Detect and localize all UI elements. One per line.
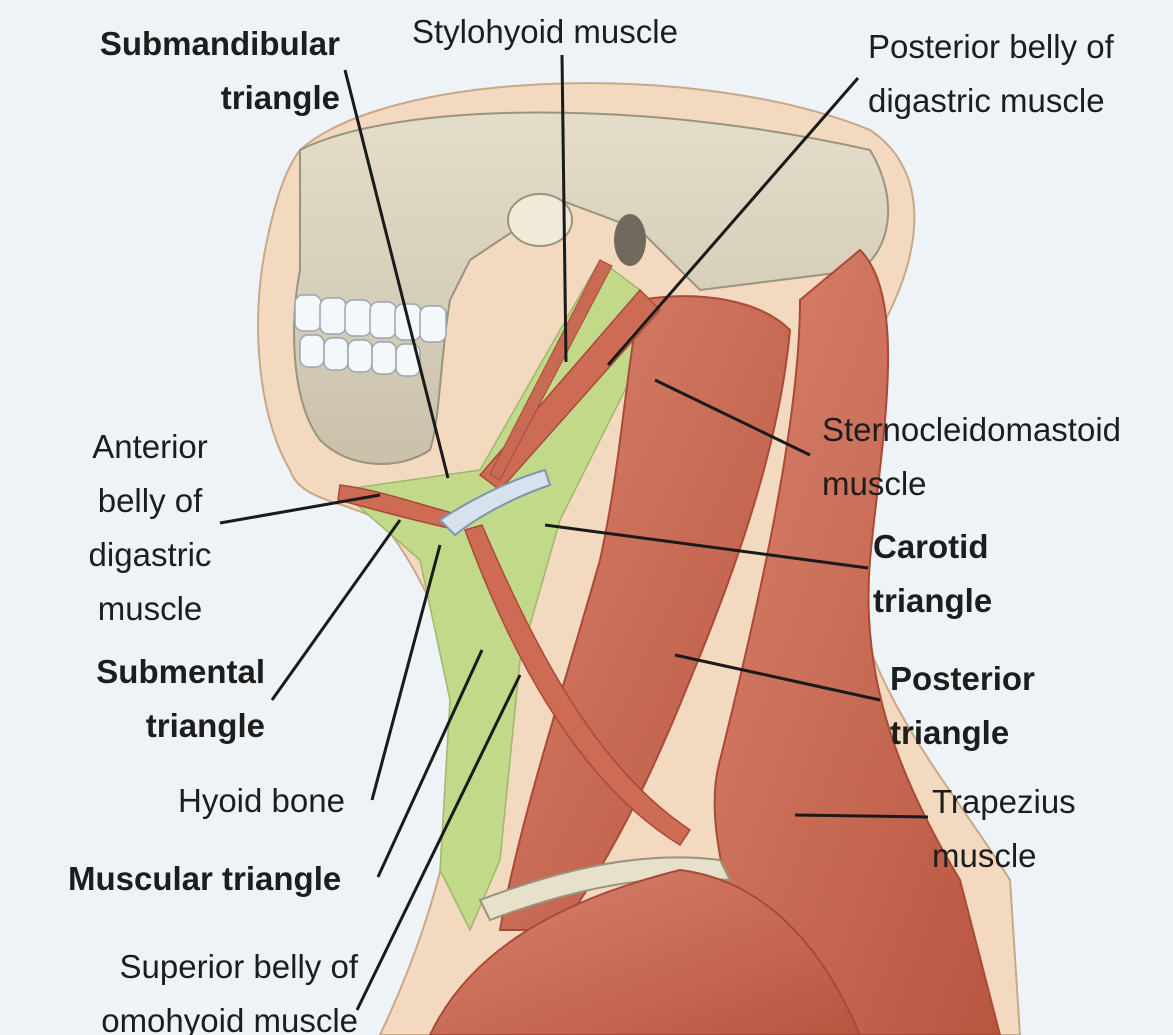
label-line: Stylohyoid muscle [412,5,678,59]
label-posterior-belly-digastric: Posterior belly of digastric muscle [868,20,1114,128]
label-line: Submandibular [40,17,340,71]
label-carotid-triangle: Carotid triangle [873,520,992,628]
label-submandibular-triangle: Submandibular triangle [40,17,340,125]
label-line: Submental [60,645,265,699]
zygomatic-notch [508,194,572,246]
label-trapezius-muscle: Trapezius muscle [932,775,1076,883]
label-line: Trapezius [932,775,1076,829]
label-line: Hyoid bone [178,774,345,828]
label-stylohyoid-muscle: Stylohyoid muscle [412,5,678,59]
label-line: Superior belly of [40,940,358,994]
label-line: digastric muscle [868,74,1114,128]
label-line: Posterior belly of [868,20,1114,74]
label-line: triangle [40,71,340,125]
label-hyoid-bone: Hyoid bone [178,774,345,828]
label-line: Carotid [873,520,992,574]
label-line: muscle [822,457,1121,511]
label-line: Posterior [890,652,1035,706]
label-line: digastric [65,528,235,582]
label-muscular-triangle: Muscular triangle [68,852,341,906]
label-line: triangle [890,706,1035,760]
label-posterior-triangle: Posterior triangle [890,652,1035,760]
ear-canal [614,214,646,266]
label-line: omohyoid muscle [40,994,358,1035]
label-line: triangle [873,574,992,628]
label-line: muscle [65,582,235,636]
label-superior-belly-omohyoid: Superior belly of omohyoid muscle [40,940,358,1035]
label-line: triangle [60,699,265,753]
label-line: muscle [932,829,1076,883]
label-line: Sternocleidomastoid [822,403,1121,457]
label-line: belly of [65,474,235,528]
label-line: Anterior [65,420,235,474]
label-submental-triangle: Submental triangle [60,645,265,753]
label-sternocleidomastoid-muscle: Sternocleidomastoid muscle [822,403,1121,511]
label-anterior-belly-digastric: Anterior belly of digastric muscle [65,420,235,636]
label-line: Muscular triangle [68,852,341,906]
